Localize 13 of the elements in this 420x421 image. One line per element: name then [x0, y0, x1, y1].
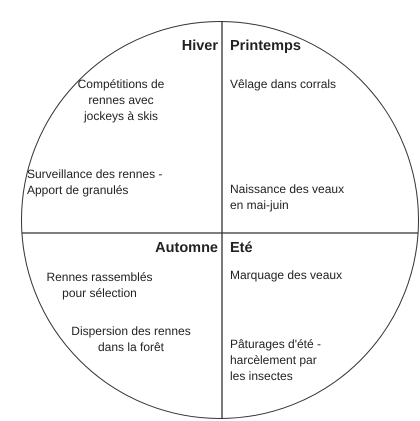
season-heading: Printemps — [230, 37, 302, 55]
activity-text: Surveillance des rennes - Apport de granulés — [27, 166, 164, 198]
season-heading: Eté — [230, 239, 254, 257]
season-heading: Automne — [154, 239, 218, 257]
activity-text: Marquage des veaux — [230, 267, 344, 283]
activity-text: Dispersion des rennes dans la forêt — [70, 323, 192, 355]
circle-outline — [21, 21, 419, 419]
activity-text: Naissance des veaux en mai-juin — [230, 181, 346, 213]
season-heading: Hiver — [180, 37, 218, 55]
activity-text: Rennes rassemblés pour sélection — [45, 269, 154, 301]
activity-text: Pâturages d'été - harcèlement par les insectes — [230, 336, 322, 384]
activity-text: Compétitions de rennes avec jockeys à skis — [76, 76, 166, 124]
activity-text: Vêlage dans corrals — [230, 76, 338, 92]
